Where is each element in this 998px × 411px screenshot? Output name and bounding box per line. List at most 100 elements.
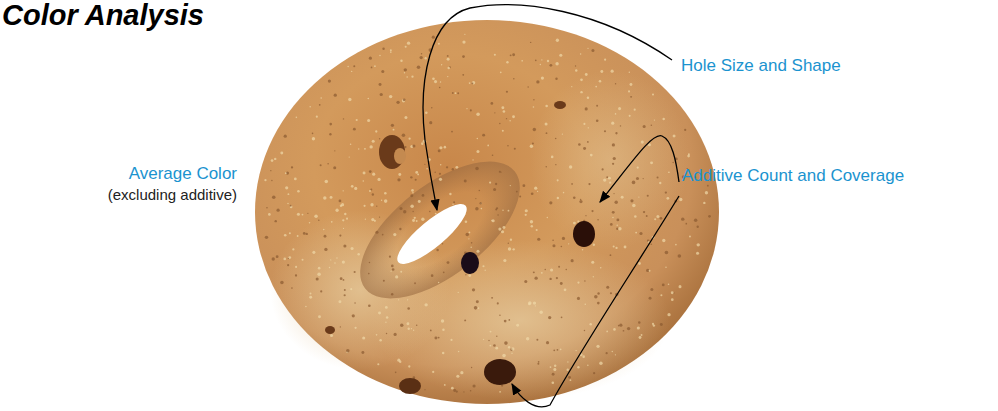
- crust-speckle: [369, 190, 371, 192]
- crust-speckle: [570, 379, 572, 381]
- leader-line: [600, 136, 679, 202]
- crust-speckle: [354, 327, 356, 329]
- crust-speckle: [532, 143, 534, 145]
- crust-speckle: [296, 117, 298, 119]
- crust-speckle: [470, 109, 472, 111]
- crust-speckle: [616, 224, 618, 226]
- feature-note: (excluding additive): [108, 186, 237, 204]
- crust-speckle: [472, 288, 475, 291]
- raisin: [484, 359, 516, 385]
- feature-label: Hole Size and Shape: [681, 56, 841, 76]
- crust-speckle: [623, 330, 625, 332]
- crust-speckle: [421, 53, 422, 54]
- crust-speckle: [439, 173, 441, 175]
- crust-speckle: [499, 123, 500, 124]
- crust-speckle: [668, 171, 670, 173]
- crust-speckle: [412, 144, 415, 147]
- crust-speckle: [634, 109, 636, 111]
- leader-line: [512, 196, 679, 407]
- crust-speckle: [270, 170, 271, 171]
- crust-speckle: [604, 130, 606, 132]
- raisin: [399, 378, 421, 394]
- crust-speckle: [316, 116, 318, 118]
- crust-speckle: [280, 151, 283, 154]
- crust-speckle: [347, 66, 349, 68]
- crust-speckle: [353, 128, 356, 131]
- crust-speckle: [528, 301, 531, 304]
- crust-speckle: [697, 226, 699, 228]
- crust-speckle: [342, 219, 344, 221]
- crust-speckle: [415, 179, 417, 181]
- crust-speckle: [533, 128, 536, 131]
- crust-speckle: [422, 194, 425, 197]
- crust-speckle: [346, 349, 350, 353]
- crust-speckle: [407, 41, 410, 44]
- crust-speckle: [519, 195, 521, 197]
- crust-speckle: [472, 81, 475, 84]
- crust-speckle: [555, 138, 557, 140]
- crust-speckle: [488, 340, 489, 341]
- crust-speckle: [411, 76, 413, 78]
- crust-speckle: [312, 251, 315, 254]
- crust-speckle: [275, 220, 277, 222]
- crust-speckle: [507, 145, 509, 147]
- crust-speckle: [384, 199, 388, 203]
- crust-speckle: [354, 271, 356, 273]
- bagel-pale-patch: [530, 70, 690, 250]
- crust-speckle: [399, 228, 401, 230]
- crust-speckle: [536, 229, 538, 231]
- crust-speckle: [438, 282, 439, 283]
- bagel-hole-shade: [337, 136, 542, 324]
- crust-speckle: [465, 220, 468, 223]
- crust-speckle: [405, 46, 407, 48]
- crust-speckle: [406, 322, 409, 325]
- crust-speckle: [354, 302, 355, 303]
- crust-speckle: [643, 211, 645, 213]
- crust-speckle: [619, 324, 622, 327]
- crust-speckle: [577, 366, 579, 368]
- crust-speckle: [636, 177, 639, 180]
- crust-speckle: [370, 189, 372, 191]
- crust-speckle: [511, 353, 513, 355]
- crust-speckle: [541, 76, 544, 79]
- crust-speckle: [343, 118, 344, 119]
- crust-speckle: [557, 349, 559, 351]
- crust-speckle: [662, 239, 665, 242]
- crust-speckle: [398, 173, 401, 176]
- crust-speckle: [660, 323, 663, 326]
- crust-speckle: [460, 371, 463, 374]
- crust-speckle: [615, 113, 617, 115]
- crust-speckle: [587, 96, 589, 98]
- crust-speckle: [612, 211, 615, 214]
- crust-speckle: [334, 94, 337, 97]
- bagel-body: [255, 20, 719, 404]
- crust-speckle: [606, 176, 608, 178]
- crust-speckle: [441, 64, 442, 65]
- crust-speckle: [362, 336, 365, 339]
- crust-speckle: [553, 349, 555, 351]
- crust-speckle: [368, 273, 370, 275]
- crust-speckle: [573, 196, 576, 199]
- crust-speckle: [545, 123, 548, 126]
- crust-speckle: [295, 266, 297, 268]
- crust-speckle: [464, 319, 466, 321]
- crust-speckle: [673, 134, 676, 137]
- crust-speckle: [457, 92, 459, 94]
- crust-speckle: [476, 250, 479, 253]
- crust-speckle: [596, 119, 599, 122]
- crust-speckle: [314, 215, 318, 219]
- crust-speckle: [290, 205, 292, 207]
- crust-speckle: [571, 183, 573, 185]
- crust-speckle: [508, 247, 511, 250]
- crust-speckle: [606, 331, 608, 333]
- crust-speckle: [487, 145, 489, 147]
- crust-speckle: [482, 265, 484, 267]
- crust-speckle: [535, 60, 537, 62]
- crust-speckle: [599, 362, 602, 365]
- crust-speckle: [566, 269, 567, 270]
- crust-speckle: [447, 55, 449, 57]
- crust-speckle: [575, 65, 576, 66]
- crust-speckle: [398, 299, 399, 300]
- crust-speckle: [492, 155, 494, 157]
- crust-speckle: [671, 298, 674, 301]
